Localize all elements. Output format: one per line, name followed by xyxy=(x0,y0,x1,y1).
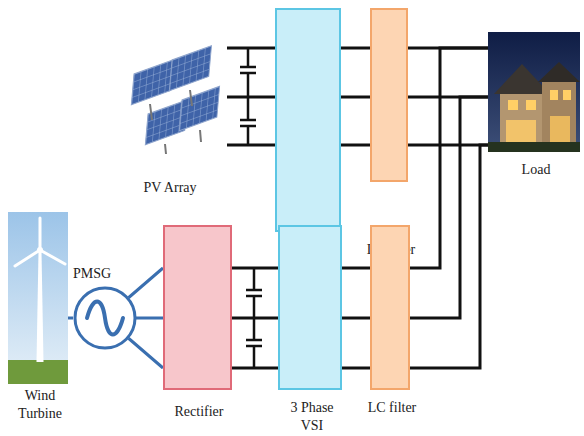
label-holder: 3 Phase VSI xyxy=(284,398,340,434)
wire-connector xyxy=(342,268,370,368)
pv-panels xyxy=(131,46,219,154)
node-label: LC filter xyxy=(368,400,417,415)
sine-symbol xyxy=(87,302,123,335)
inverter-box: 3 Phase VSI xyxy=(278,225,342,390)
node-label: Wind Turbine xyxy=(18,388,62,421)
filter-box: LC filter xyxy=(370,8,408,182)
wire-connector xyxy=(68,317,73,320)
generator-symbol xyxy=(73,286,137,350)
label-holder: Rectifier xyxy=(149,402,249,420)
generator-circle: PMSG xyxy=(73,286,137,350)
node-label: PV Array xyxy=(143,180,196,195)
label-holder: LC filter xyxy=(342,398,442,416)
house-picture xyxy=(488,32,580,152)
wire-connector xyxy=(227,48,275,145)
wind-turbine-picture xyxy=(8,212,68,384)
inverter-box: 3 Phase VSI xyxy=(275,8,341,232)
node-label: 3 Phase VSI xyxy=(290,400,333,433)
wire-connector xyxy=(341,48,370,145)
rectifier-box: Rectifier xyxy=(163,225,232,390)
load-house: Load xyxy=(488,32,580,152)
wire-connector xyxy=(410,48,488,368)
node-label: Load xyxy=(522,162,551,177)
filter-box: LC filter xyxy=(370,225,410,390)
label-holder: Load xyxy=(496,160,576,178)
pv-array: PV Array xyxy=(115,38,227,156)
label-holder: PMSG xyxy=(52,264,132,282)
node-label: PMSG xyxy=(73,266,111,281)
label-holder: Wind Turbine xyxy=(12,386,68,422)
node-label: Rectifier xyxy=(175,404,224,419)
wire-connector xyxy=(232,268,278,368)
wind-turbine: Wind Turbine xyxy=(8,212,68,384)
label-holder: PV Array xyxy=(120,178,220,196)
generator-outline xyxy=(75,288,135,348)
